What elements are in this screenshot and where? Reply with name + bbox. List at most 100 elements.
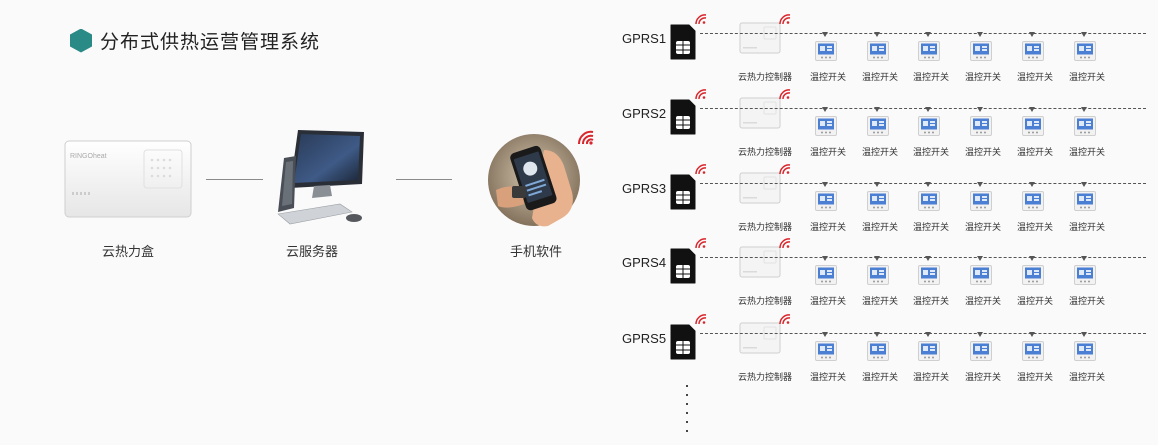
thermostat-icon [815,265,837,290]
controller-label: 云热力控制器 [738,222,793,232]
switch-label: 温控开关 [1017,372,1054,382]
thermostat-icon [1022,265,1044,290]
sim-card-icon [669,323,697,366]
controller-label: 云热力控制器 [738,296,793,306]
arrow-down-icon [1029,256,1035,261]
switch-label: 温控开关 [810,372,847,382]
arrow-down-icon [874,107,880,112]
phone-wifi-icon [577,130,595,151]
controller-wifi-icon [779,12,791,30]
switch-label: 温控开关 [1017,296,1054,306]
thermostat-icon [970,116,992,141]
more-rows-ellipsis [686,385,688,433]
thermostat-icon [970,265,992,290]
controller-wifi-icon [779,162,791,180]
gprs-label: GPRS4 [622,255,667,270]
thermostat-icon [815,341,837,366]
sim-wifi-icon [695,312,707,330]
thermostat-icon [815,116,837,141]
switch-label: 温控开关 [965,296,1002,306]
thermostat-icon [1022,191,1044,216]
thermostat-icon [1074,191,1096,216]
sim-wifi-icon [695,12,707,30]
sim-wifi-icon [695,162,707,180]
arrow-down-icon [1029,32,1035,37]
controller-label: 云热力控制器 [738,72,793,82]
thermostat-icon [1074,341,1096,366]
switch-label: 温控开关 [965,372,1002,382]
arrow-down-icon [1081,332,1087,337]
switch-label: 温控开关 [810,222,847,232]
thermostat-icon [815,191,837,216]
controller-device [739,246,781,283]
gprs-label: GPRS5 [622,331,667,346]
title-bar: 分布式供热运营管理系统 [70,27,320,54]
server-label: 云服务器 [285,244,338,259]
thermostat-icon [867,341,889,366]
arrow-down-icon [1029,182,1035,187]
switch-label: 温控开关 [913,72,950,82]
network-bus-line [700,333,1146,334]
connector-line [206,179,263,180]
switch-label: 温控开关 [1017,222,1054,232]
arrow-down-icon [1029,107,1035,112]
switch-label: 温控开关 [1069,222,1106,232]
thermostat-icon [1074,41,1096,66]
switch-label: 温控开关 [862,222,899,232]
phone-app-icon [486,130,586,230]
switch-label: 温控开关 [1069,72,1106,82]
switch-label: 温控开关 [913,296,950,306]
arrow-down-icon [925,256,931,261]
controller-wifi-icon [779,236,791,254]
arrow-down-icon [925,32,931,37]
switch-label: 温控开关 [810,72,847,82]
network-bus-line [700,33,1146,34]
arrow-down-icon [925,332,931,337]
controller-wifi-icon [779,312,791,330]
controller-label: 云热力控制器 [738,147,793,157]
controller-device [739,322,781,359]
switch-label: 温控开关 [862,147,899,157]
gprs-label: GPRS2 [622,106,667,121]
arrow-down-icon [977,32,983,37]
sim-wifi-icon [695,87,707,105]
thermostat-icon [970,341,992,366]
controller-device [739,172,781,209]
thermostat-icon [867,116,889,141]
arrow-down-icon [977,256,983,261]
switch-label: 温控开关 [862,372,899,382]
arrow-down-icon [874,332,880,337]
switch-label: 温控开关 [1069,372,1106,382]
arrow-down-icon [925,182,931,187]
arrow-down-icon [925,107,931,112]
thermostat-icon [867,191,889,216]
sim-card-icon [669,173,697,216]
server-computer-icon [268,128,370,228]
arrow-down-icon [977,332,983,337]
gprs-label: GPRS3 [622,181,667,196]
arrow-down-icon [822,107,828,112]
page-title: 分布式供热运营管理系统 [100,32,321,53]
switch-label: 温控开关 [913,222,950,232]
switch-label: 温控开关 [965,222,1002,232]
arrow-down-icon [1081,32,1087,37]
thermostat-icon [1074,116,1096,141]
sim-wifi-icon [695,236,707,254]
arrow-down-icon [1081,182,1087,187]
thermostat-icon [970,191,992,216]
switch-label: 温控开关 [810,147,847,157]
arrow-down-icon [822,182,828,187]
thermostat-icon [1074,265,1096,290]
thermostat-icon [918,41,940,66]
connector-line [396,179,452,180]
sim-card-icon [669,98,697,141]
arrow-down-icon [1081,256,1087,261]
arrow-down-icon [977,182,983,187]
thermostat-icon [970,41,992,66]
switch-label: 温控开关 [1017,147,1054,157]
controller-wifi-icon [779,87,791,105]
switch-label: 温控开关 [1069,147,1106,157]
thermostat-icon [918,265,940,290]
thermostat-icon [1022,116,1044,141]
controller-device [739,22,781,59]
